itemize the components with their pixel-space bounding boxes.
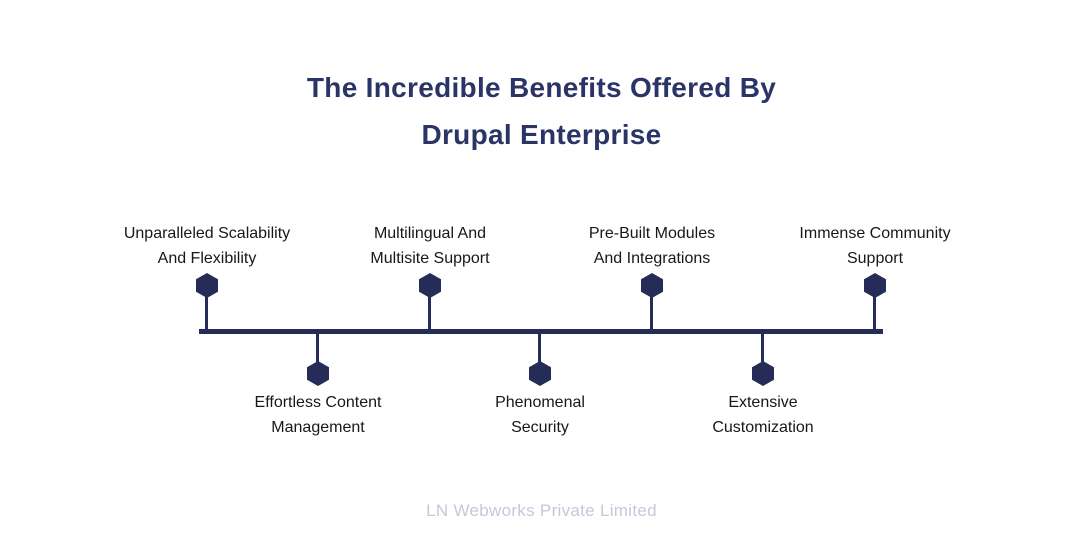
label-line: Unparalleled Scalability — [123, 225, 291, 242]
hexagon-icon — [196, 273, 218, 298]
label-line: And Flexibility — [157, 250, 257, 267]
timeline-line — [199, 329, 883, 334]
connector-stem — [316, 334, 319, 363]
label-line: Customization — [712, 419, 814, 436]
label-line: Support — [846, 250, 904, 267]
hexagon-icon — [752, 361, 774, 386]
page-title: The Incredible Benefits Offered By Drupa… — [0, 64, 1083, 158]
label-line: Extensive — [728, 394, 798, 411]
label-line: Multisite Support — [370, 250, 490, 267]
label-line: Immense Community — [799, 225, 951, 242]
connector-stem — [428, 295, 431, 331]
timeline-item-label-scalability: Unparalleled Scalability And Flexibility — [87, 221, 327, 271]
connector-stem — [761, 334, 764, 363]
connector-stem — [650, 295, 653, 331]
label-line: Effortless Content — [254, 394, 382, 411]
timeline-item-label-community: Immense Community Support — [755, 221, 995, 271]
connector-stem — [205, 295, 208, 331]
hexagon-icon — [307, 361, 329, 386]
hexagon-icon — [419, 273, 441, 298]
hexagon-icon — [641, 273, 663, 298]
timeline-item-label-customization: Extensive Customization — [643, 390, 883, 440]
page-title-line-1: The Incredible Benefits Offered By — [306, 72, 777, 103]
label-line: Multilingual And — [373, 225, 487, 242]
label-line: And Integrations — [593, 250, 711, 267]
connector-stem — [538, 334, 541, 363]
timeline-item-label-content: Effortless Content Management — [198, 390, 438, 440]
footer-brand: LN Webworks Private Limited — [426, 501, 657, 520]
page-title-line-2: Drupal Enterprise — [421, 119, 662, 150]
hexagon-icon — [864, 273, 886, 298]
timeline-item-label-modules: Pre-Built Modules And Integrations — [532, 221, 772, 271]
label-line: Pre-Built Modules — [588, 225, 716, 242]
connector-stem — [873, 295, 876, 331]
timeline-item-label-security: Phenomenal Security — [420, 390, 660, 440]
label-line: Security — [511, 419, 569, 436]
timeline-item-label-multilingual: Multilingual And Multisite Support — [310, 221, 550, 271]
label-line: Phenomenal — [495, 394, 585, 411]
hexagon-icon — [529, 361, 551, 386]
label-line: Management — [271, 419, 365, 436]
